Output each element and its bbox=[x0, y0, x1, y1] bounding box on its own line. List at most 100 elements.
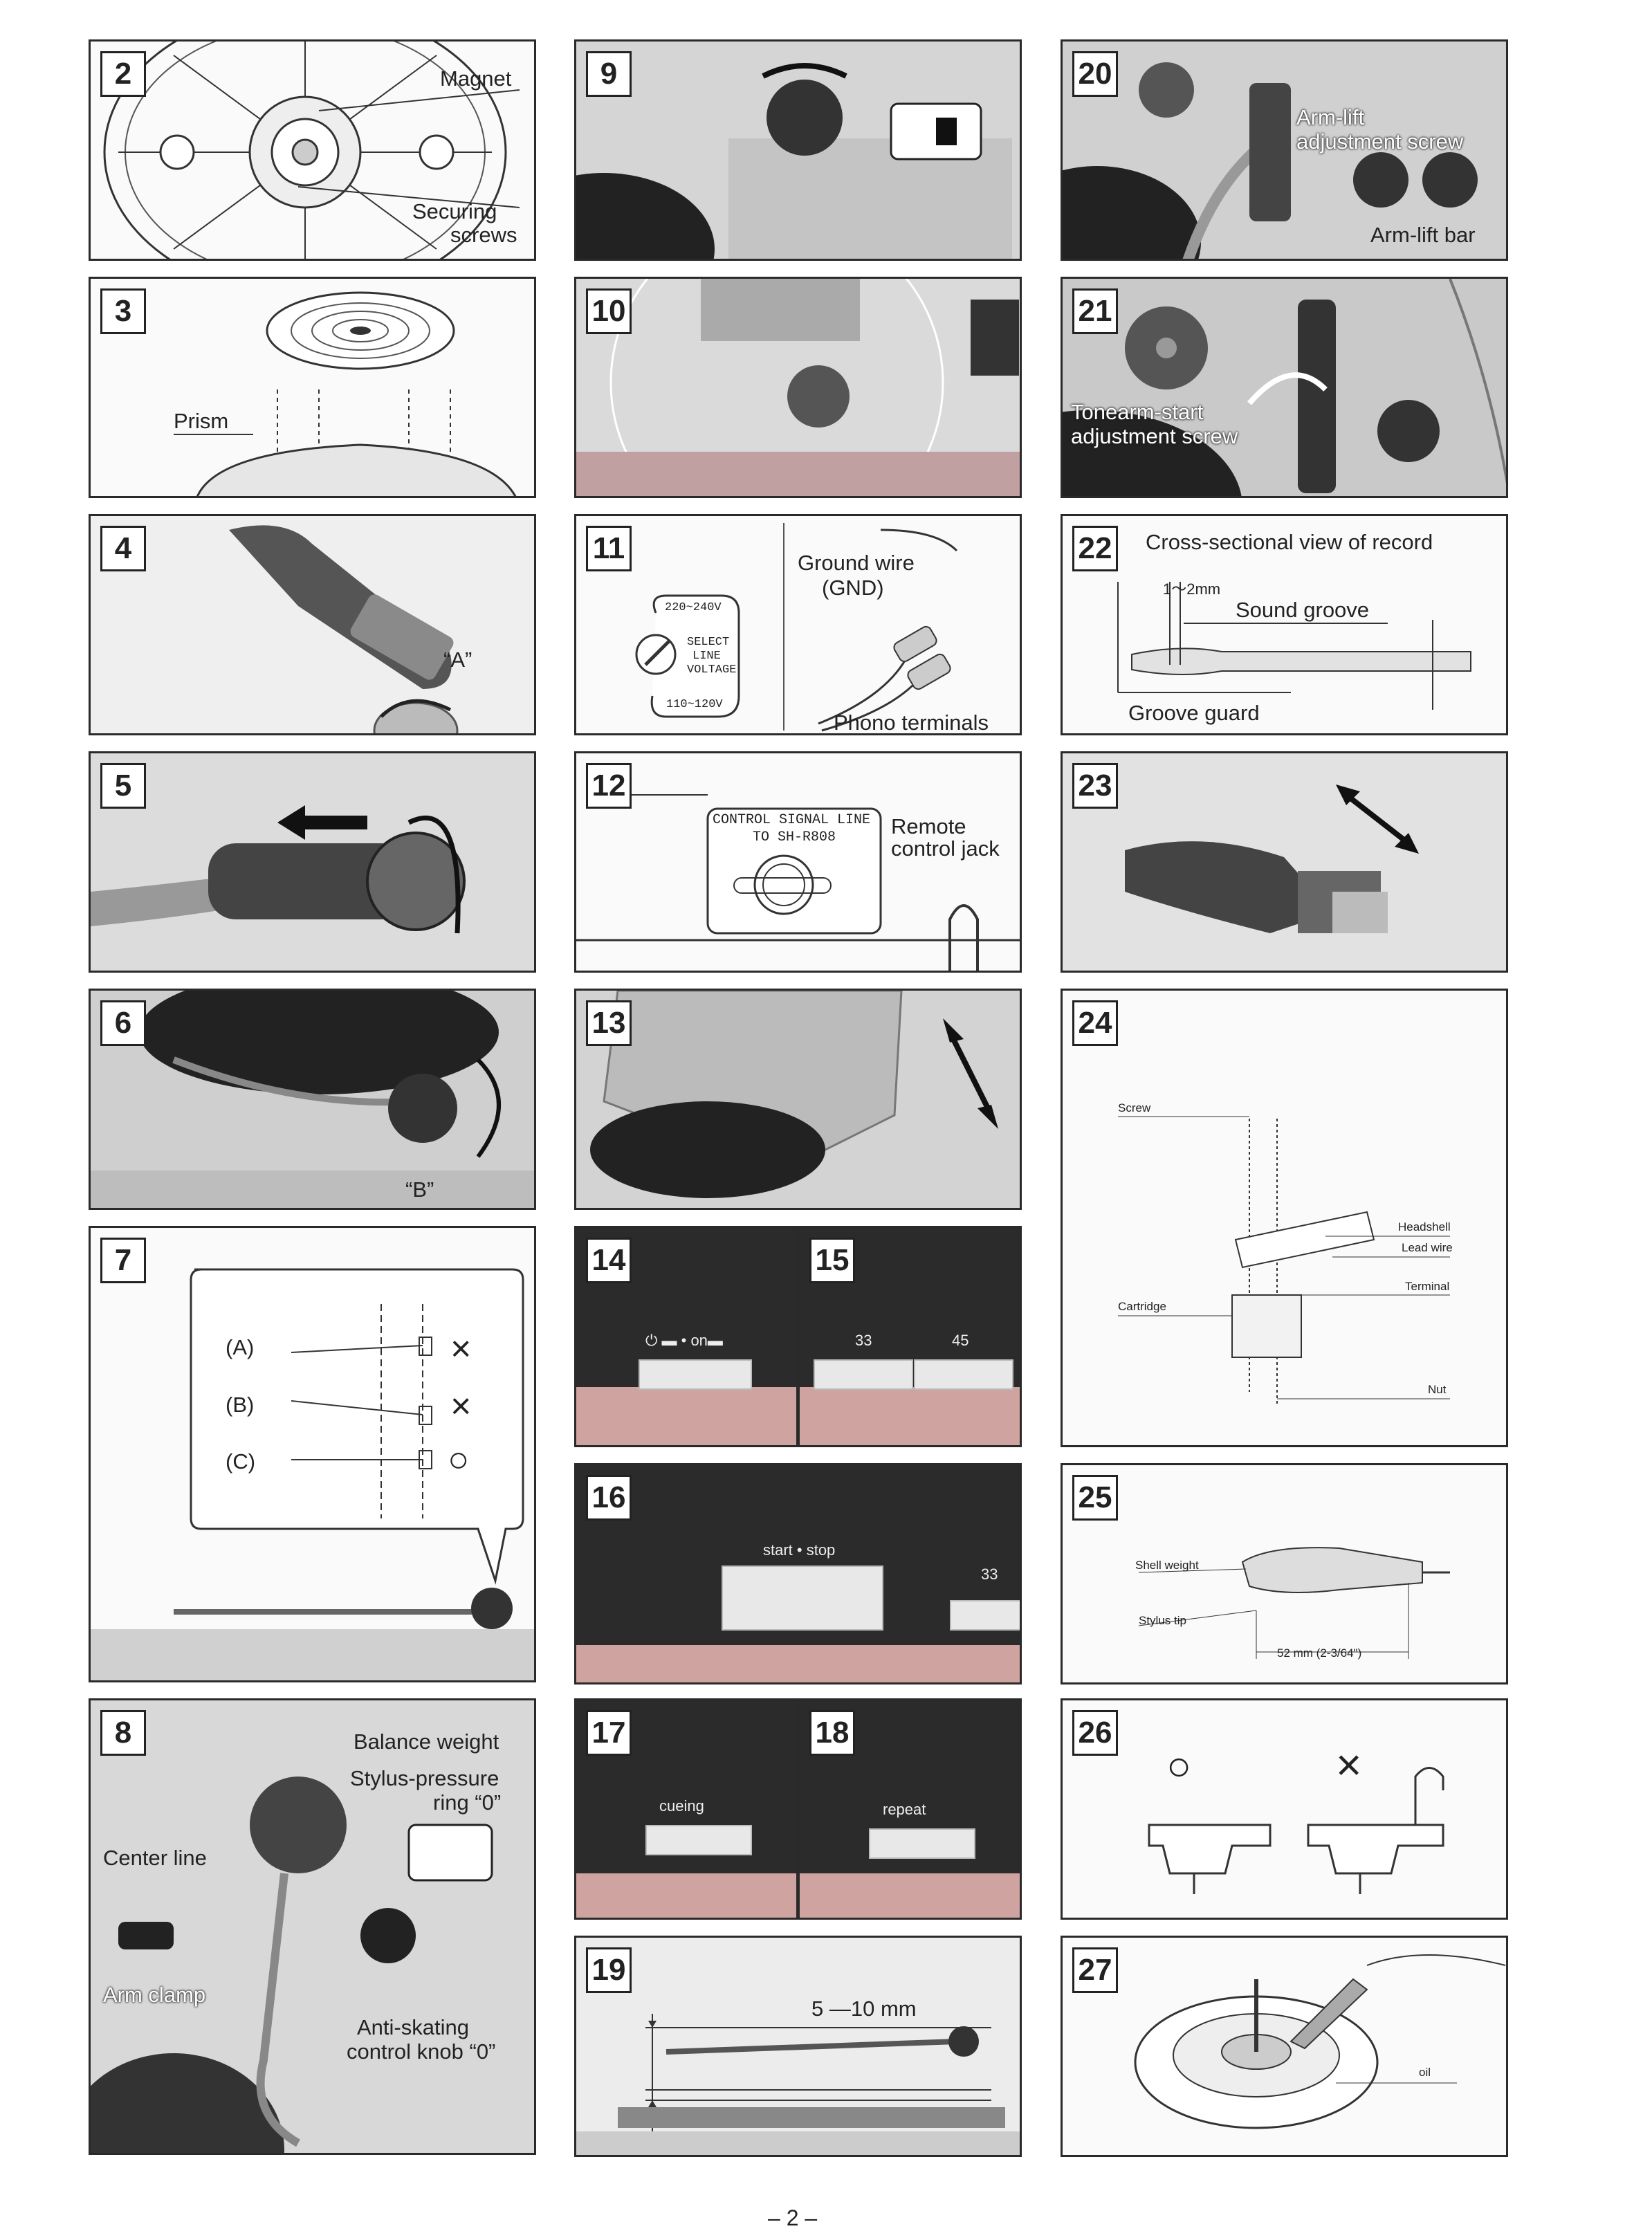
label-arm-clamp: Arm clamp bbox=[103, 1983, 206, 2007]
step-number: 3 bbox=[100, 288, 146, 334]
cueing-button[interactable] bbox=[645, 1825, 752, 1855]
dust-cover-photo bbox=[576, 991, 1020, 1208]
panel-2: 2 Magnet Securing screws bbox=[89, 39, 536, 261]
step-number: 22 bbox=[1072, 526, 1118, 571]
panel-13: 13 bbox=[574, 989, 1022, 1210]
label-magnet: Magnet bbox=[440, 66, 512, 91]
stylus-replacement-photo bbox=[1063, 753, 1506, 971]
label-a: “A” bbox=[450, 1010, 479, 1034]
label-adjustment-screw: adjustment screw bbox=[1071, 424, 1238, 448]
tonearm-height-diagram bbox=[576, 2014, 1020, 2155]
label-nut: Nut bbox=[1428, 1383, 1447, 1396]
label-dimension: 1～2mm bbox=[1163, 580, 1221, 598]
label-stylus-tip: Stylus tip bbox=[1139, 1614, 1186, 1627]
repeat-button[interactable] bbox=[869, 1828, 975, 1859]
label-cartridge: Cartridge bbox=[1118, 1300, 1166, 1313]
step-number: 25 bbox=[1072, 1475, 1118, 1521]
label-voltage: VOLTAGE bbox=[687, 663, 737, 677]
panel-24: 24 Screw Headshell Lead wire Terminal Ca… bbox=[1061, 989, 1508, 1447]
label-oil: oil bbox=[1419, 2066, 1431, 2079]
start-stop-button[interactable] bbox=[722, 1566, 883, 1631]
counterweight-photo bbox=[576, 42, 1020, 259]
panel-20: 20 Arm-lift adjustment screw Arm-lift ba… bbox=[1061, 39, 1508, 261]
panel-5: 5 bbox=[89, 751, 536, 973]
platter-arm-photo bbox=[91, 991, 534, 1208]
tonearm-start-photo bbox=[1063, 279, 1506, 496]
label-to-sh: TO SH-R808 bbox=[753, 829, 836, 845]
step-number: 12 bbox=[586, 763, 632, 809]
label-securing: Securing bbox=[412, 199, 497, 223]
row-c-label: (C) bbox=[226, 1449, 256, 1474]
step-number: 11 bbox=[586, 526, 632, 571]
mark-incorrect-a: × bbox=[450, 1329, 472, 1369]
row-a-label: (A) bbox=[226, 1335, 255, 1359]
label-shell-weight: Shell weight bbox=[1135, 1559, 1199, 1572]
step-number: 24 bbox=[1072, 1000, 1118, 1046]
speed-45-label: 45 bbox=[952, 1332, 969, 1349]
step-number: 14 bbox=[586, 1238, 632, 1283]
label-prism: Prism bbox=[174, 409, 229, 433]
label-voltage-low: 110~120V bbox=[666, 698, 723, 711]
label-control-knob: control knob “0” bbox=[347, 2039, 496, 2064]
label-stylus-pressure: Stylus-pressure bbox=[350, 1766, 499, 1790]
step-number: 27 bbox=[1072, 1947, 1118, 1993]
label-adjustment-screw: adjustment screw bbox=[1296, 129, 1464, 154]
step-number: 4 bbox=[100, 526, 146, 571]
mark-incorrect-b: × bbox=[450, 1386, 472, 1426]
arm-lift-photo bbox=[1063, 42, 1506, 259]
label-voltage-high: 220~240V bbox=[665, 601, 722, 614]
step-number: 5 bbox=[100, 763, 146, 809]
remote-jack-diagram bbox=[576, 794, 1020, 971]
step-number: 13 bbox=[586, 1000, 632, 1046]
power-button[interactable] bbox=[639, 1359, 752, 1390]
step-number: 6 bbox=[100, 1000, 146, 1046]
step-number: 19 bbox=[586, 1947, 632, 1993]
mark-correct: ○ bbox=[1166, 1743, 1192, 1789]
label-arm-lift-bar: Arm-lift bar bbox=[1370, 223, 1476, 247]
record-cross-section-diagram bbox=[1117, 582, 1471, 710]
panel-9: 9 bbox=[574, 39, 1022, 261]
label-terminal: Terminal bbox=[1405, 1280, 1450, 1293]
speed-45-button[interactable] bbox=[914, 1359, 1013, 1390]
label-line: LINE bbox=[692, 650, 721, 663]
label-screws: screws bbox=[450, 223, 517, 247]
step-number: 18 bbox=[809, 1710, 855, 1756]
label-anti-skating: Anti-skating bbox=[357, 2015, 469, 2039]
stylus-pressure-photo bbox=[576, 279, 1020, 496]
panel-8: 8 Balance weight Stylus-pressure ring “0… bbox=[89, 1698, 536, 2155]
label-lead-wire: Lead wire bbox=[1402, 1241, 1453, 1254]
power-label: ⏻ ▬ • on▬ bbox=[645, 1332, 723, 1349]
step-number: 17 bbox=[586, 1710, 632, 1756]
page-number: – 2 – bbox=[768, 2205, 818, 2230]
mark-incorrect: × bbox=[1336, 1740, 1362, 1790]
panel-25: 25 Shell weight Stylus tip 52 mm (2-3/64… bbox=[1061, 1463, 1508, 1684]
panel-12: 12 CONTROL SIGNAL LINE TO SH-R808 Remote… bbox=[574, 751, 1022, 973]
label-ground-wire: Ground wire bbox=[798, 551, 915, 575]
balance-weight-photo bbox=[91, 1700, 534, 2153]
panel-26: 26 ○ × bbox=[1061, 1698, 1508, 1920]
step-number: 9 bbox=[586, 51, 632, 97]
step-number: 26 bbox=[1072, 1710, 1118, 1756]
step-number: 20 bbox=[1072, 51, 1118, 97]
speed-33-button[interactable] bbox=[814, 1359, 913, 1390]
tonearm-photo bbox=[91, 753, 534, 971]
speed-33-label: 33 bbox=[981, 1566, 998, 1583]
panel-27: 27 oil bbox=[1061, 1936, 1508, 2157]
panel-16: 16 start • stop 33 bbox=[574, 1463, 1022, 1684]
label-balance-weight: Balance weight bbox=[354, 1729, 499, 1754]
headshell-photo bbox=[91, 516, 534, 733]
panel-22: 22 Cross-sectional view of record 1～2mm … bbox=[1061, 514, 1508, 735]
label-groove-guard: Groove guard bbox=[1128, 701, 1260, 725]
label-dimension: 52 mm (2-3/64") bbox=[1277, 1646, 1362, 1660]
speed-33-button[interactable] bbox=[950, 1600, 1020, 1631]
label-headshell: Headshell bbox=[1398, 1220, 1451, 1233]
label-dimension: 5 —10 mm bbox=[811, 1996, 917, 2021]
panel-23: 23 bbox=[1061, 751, 1508, 973]
step-number: 16 bbox=[586, 1475, 632, 1521]
label-control-jack: control jack bbox=[891, 836, 1000, 861]
step-number: 23 bbox=[1072, 763, 1118, 809]
panel-6: 6 “A” “B” bbox=[89, 989, 536, 1210]
panel-18: 18 repeat bbox=[798, 1698, 1022, 1920]
panel-4: 4 “A” bbox=[89, 514, 536, 735]
label-gnd: (GND) bbox=[822, 576, 884, 600]
